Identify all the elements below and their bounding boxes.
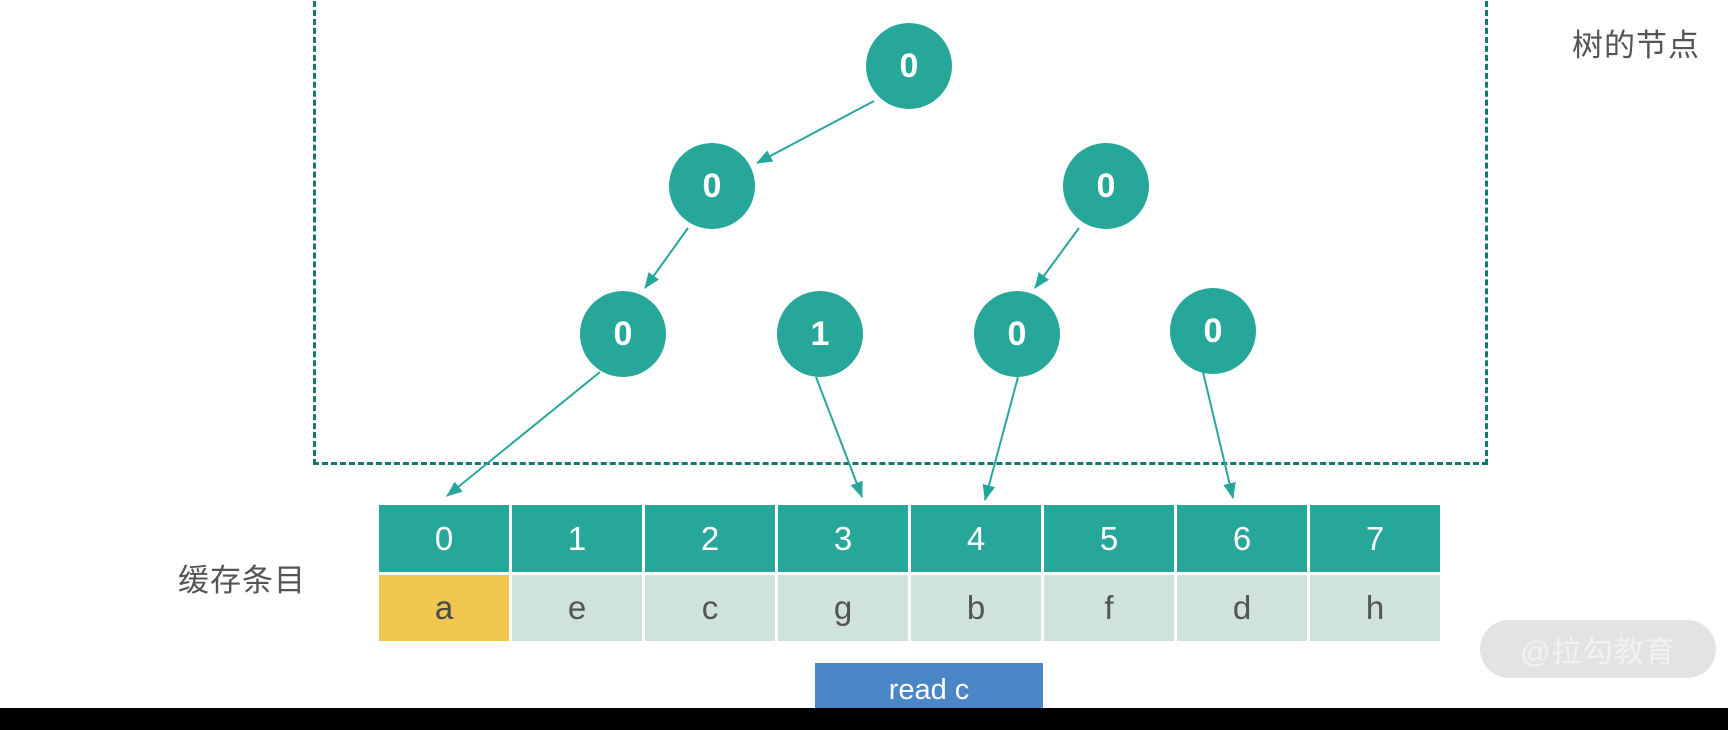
cache-index-cell[interactable]: 6 bbox=[1177, 505, 1307, 572]
cache-entries-label: 缓存条目 bbox=[178, 563, 306, 598]
tree-node-n1[interactable]: 0 bbox=[669, 143, 755, 229]
bottom-bar bbox=[0, 708, 1728, 730]
watermark-badge: @拉勾教育 bbox=[1480, 620, 1716, 678]
cache-index-cell[interactable]: 2 bbox=[645, 505, 775, 572]
cache-value-row: a e c g b f d h bbox=[379, 575, 1440, 641]
tree-region-box bbox=[313, 0, 1488, 465]
cache-index-cell[interactable]: 0 bbox=[379, 505, 509, 572]
cache-value-cell[interactable]: e bbox=[512, 575, 642, 641]
tree-node-leaf0[interactable]: 0 bbox=[580, 291, 666, 377]
tree-node-leaf2[interactable]: 0 bbox=[974, 291, 1060, 377]
tree-node-n2[interactable]: 0 bbox=[1063, 143, 1149, 229]
cache-index-cell[interactable]: 5 bbox=[1044, 505, 1174, 572]
cache-value-cell[interactable]: b bbox=[911, 575, 1041, 641]
cache-index-row: 0 1 2 3 4 5 6 7 bbox=[379, 505, 1440, 572]
cache-index-cell[interactable]: 3 bbox=[778, 505, 908, 572]
tree-node-root[interactable]: 0 bbox=[866, 23, 952, 109]
cache-index-cell[interactable]: 4 bbox=[911, 505, 1041, 572]
tree-node-leaf3[interactable]: 0 bbox=[1170, 288, 1256, 374]
cache-index-cell[interactable]: 1 bbox=[512, 505, 642, 572]
cache-value-cell[interactable]: a bbox=[379, 575, 509, 641]
tree-region-label: 树的节点 bbox=[1572, 28, 1700, 63]
cache-value-cell[interactable]: f bbox=[1044, 575, 1174, 641]
cache-value-cell[interactable]: h bbox=[1310, 575, 1440, 641]
cache-value-cell[interactable]: g bbox=[778, 575, 908, 641]
tree-node-leaf1[interactable]: 1 bbox=[777, 291, 863, 377]
cache-table: 0 1 2 3 4 5 6 7 a e c g b f d h bbox=[379, 505, 1440, 641]
cache-index-cell[interactable]: 7 bbox=[1310, 505, 1440, 572]
cache-value-cell[interactable]: d bbox=[1177, 575, 1307, 641]
cache-value-cell[interactable]: c bbox=[645, 575, 775, 641]
